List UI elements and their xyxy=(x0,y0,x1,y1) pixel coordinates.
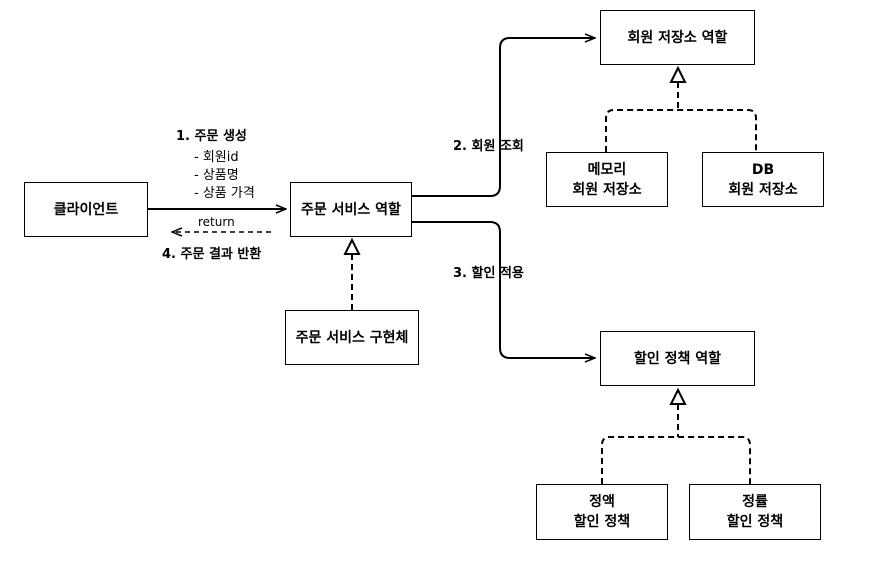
db-repo-box: DB 회원 저장소 xyxy=(702,152,824,207)
order-service-impl-box: 주문 서비스 구현체 xyxy=(285,310,419,365)
order-service-role-label: 주문 서비스 역할 xyxy=(301,201,401,218)
step3-label: 3. 할인 적용 xyxy=(453,266,524,281)
step4-label: 4. 주문 결과 반환 xyxy=(162,247,262,262)
fixed-discount-box: 정액 할인 정책 xyxy=(536,484,668,540)
step2-label: 2. 회원 조회 xyxy=(453,139,524,154)
realization-triangle-member-repo xyxy=(669,65,687,83)
arrow-apply-discount xyxy=(412,221,595,358)
memory-repo-line1: 메모리 xyxy=(587,161,627,178)
fixed-discount-line2: 할인 정책 xyxy=(573,514,631,530)
discount-policy-role-label: 할인 정책 역할 xyxy=(633,350,722,367)
step1-title: 1. 주문 생성 xyxy=(176,129,247,144)
realization-triangle-order xyxy=(343,237,361,255)
order-service-role-box: 주문 서비스 역할 xyxy=(290,182,412,237)
discount-policy-role-box: 할인 정책 역할 xyxy=(600,331,755,386)
client-label: 클라이언트 xyxy=(53,201,119,218)
return-label: return xyxy=(198,215,235,229)
db-repo-line2: 회원 저장소 xyxy=(728,181,798,198)
rate-discount-line2: 할인 정책 xyxy=(726,514,784,530)
member-repo-role-label: 회원 저장소 역할 xyxy=(627,29,728,46)
rate-discount-box: 정률 할인 정책 xyxy=(689,484,821,540)
member-repo-role-box: 회원 저장소 역할 xyxy=(600,10,755,65)
client-box: 클라이언트 xyxy=(24,182,148,237)
step1-item-member-id: - 회원id xyxy=(194,150,239,165)
arrow-member-lookup xyxy=(412,38,595,197)
realization-triangle-discount xyxy=(669,387,687,405)
fixed-discount-line1: 정액 xyxy=(589,494,615,510)
realization-discount-tree xyxy=(601,404,751,484)
realization-member-repo-tree xyxy=(605,82,757,152)
step1-item-product-price: - 상품 가격 xyxy=(194,186,255,201)
memory-repo-box: 메모리 회원 저장소 xyxy=(546,152,668,207)
rate-discount-line1: 정률 xyxy=(742,494,768,510)
order-service-impl-label: 주문 서비스 구현체 xyxy=(295,329,409,346)
db-repo-line1: DB xyxy=(751,161,775,178)
memory-repo-line2: 회원 저장소 xyxy=(572,181,642,198)
step1-item-product-name: - 상품명 xyxy=(194,168,239,183)
